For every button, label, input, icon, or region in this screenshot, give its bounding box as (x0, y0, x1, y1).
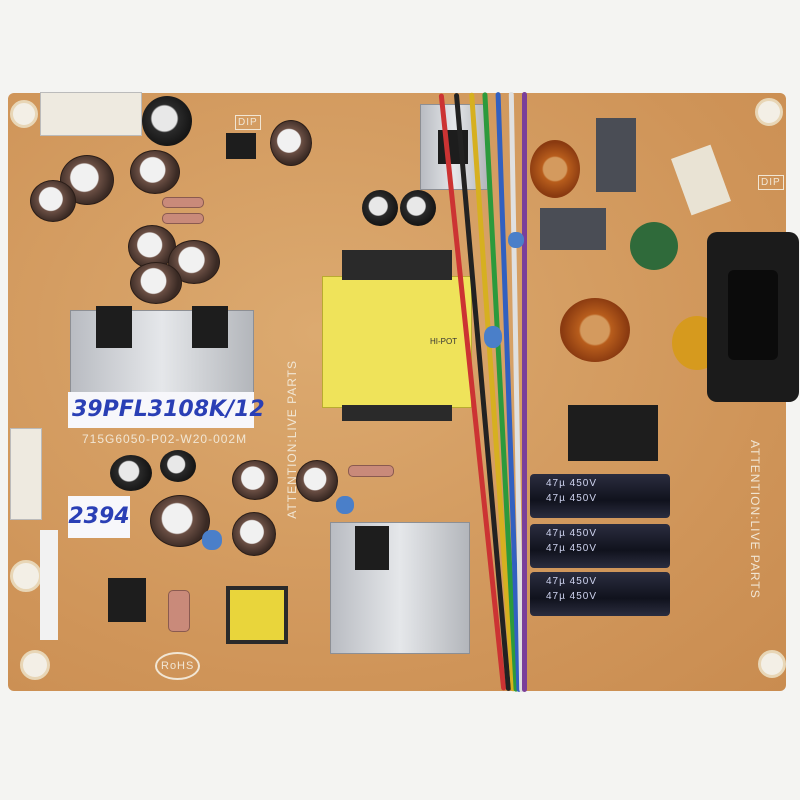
transformer-pins (342, 250, 452, 280)
capacitor (362, 190, 398, 226)
toroid-inductor (560, 298, 630, 362)
bulk-capacitor: 47µ 450V 47µ 450V (530, 524, 670, 568)
mounting-hole (20, 650, 50, 680)
transistor (96, 306, 132, 348)
capacitor-ceramic (484, 326, 502, 348)
capacitor (130, 262, 182, 304)
barcode-sticker (40, 530, 58, 640)
capacitor-rating: 47µ 450V (546, 528, 598, 539)
bulk-capacitor: 47µ 450V 47µ 450V (530, 474, 670, 518)
x-capacitor (596, 118, 636, 192)
mounting-hole (758, 650, 786, 678)
transistor (108, 578, 146, 622)
dip-mark-right: DIP (758, 175, 784, 190)
model-label: 39PFL3108K/12 (68, 392, 265, 428)
stock-label: 2394 (68, 496, 130, 538)
small-transformer (226, 586, 288, 644)
capacitor (296, 460, 338, 502)
capacitor (400, 190, 436, 226)
dip-mark-top: DIP (235, 115, 261, 130)
capacitor (30, 180, 76, 222)
mounting-hole (10, 100, 38, 128)
capacitor-rating: 47µ 450V (546, 478, 598, 489)
resistor (168, 590, 190, 632)
capacitor-rating: 47µ 450V (546, 493, 598, 504)
ac-inlet-recess (728, 270, 778, 360)
x-capacitor (540, 208, 606, 250)
capacitor-rating: 47µ 450V (546, 591, 598, 602)
varistor (630, 222, 678, 270)
capacitor-ceramic (202, 530, 222, 550)
capacitor-ceramic (508, 232, 524, 248)
capacitor (142, 96, 192, 146)
capacitor (270, 120, 312, 166)
capacitor (150, 495, 210, 547)
resistor (162, 213, 204, 224)
ic-chip (226, 133, 256, 159)
warning-left: ATTENTION:LIVE PARTS (285, 360, 299, 519)
mounting-hole (755, 98, 783, 126)
capacitor (130, 150, 180, 194)
capacitor-rating: 47µ 450V (546, 543, 598, 554)
resistor (162, 197, 204, 208)
transistor (355, 526, 389, 570)
capacitor (110, 455, 152, 491)
connector-top (40, 92, 142, 136)
capacitor (232, 512, 276, 556)
capacitor (160, 450, 196, 482)
resistor (348, 465, 394, 477)
transformer-pins (342, 405, 452, 421)
capacitor-rating: 47µ 450V (546, 576, 598, 587)
transformer-text: HI-POT (430, 337, 458, 346)
capacitor (232, 460, 278, 500)
rohs-mark: RoHS (155, 652, 201, 680)
capacitor-ceramic (336, 496, 354, 514)
bulk-capacitor: 47µ 450V 47µ 450V (530, 572, 670, 616)
transistor (192, 306, 228, 348)
warning-right: ATTENTION:LIVE PARTS (748, 440, 762, 599)
mounting-hole (10, 560, 42, 592)
wire-purple (522, 92, 527, 692)
toroid-inductor (530, 140, 580, 198)
bridge-rectifier (568, 405, 658, 461)
connector-left (10, 428, 42, 520)
main-transformer (322, 276, 472, 408)
part-number: 715G6050-P02-W20-002M (82, 432, 248, 446)
heatsink-bottom (330, 522, 470, 654)
